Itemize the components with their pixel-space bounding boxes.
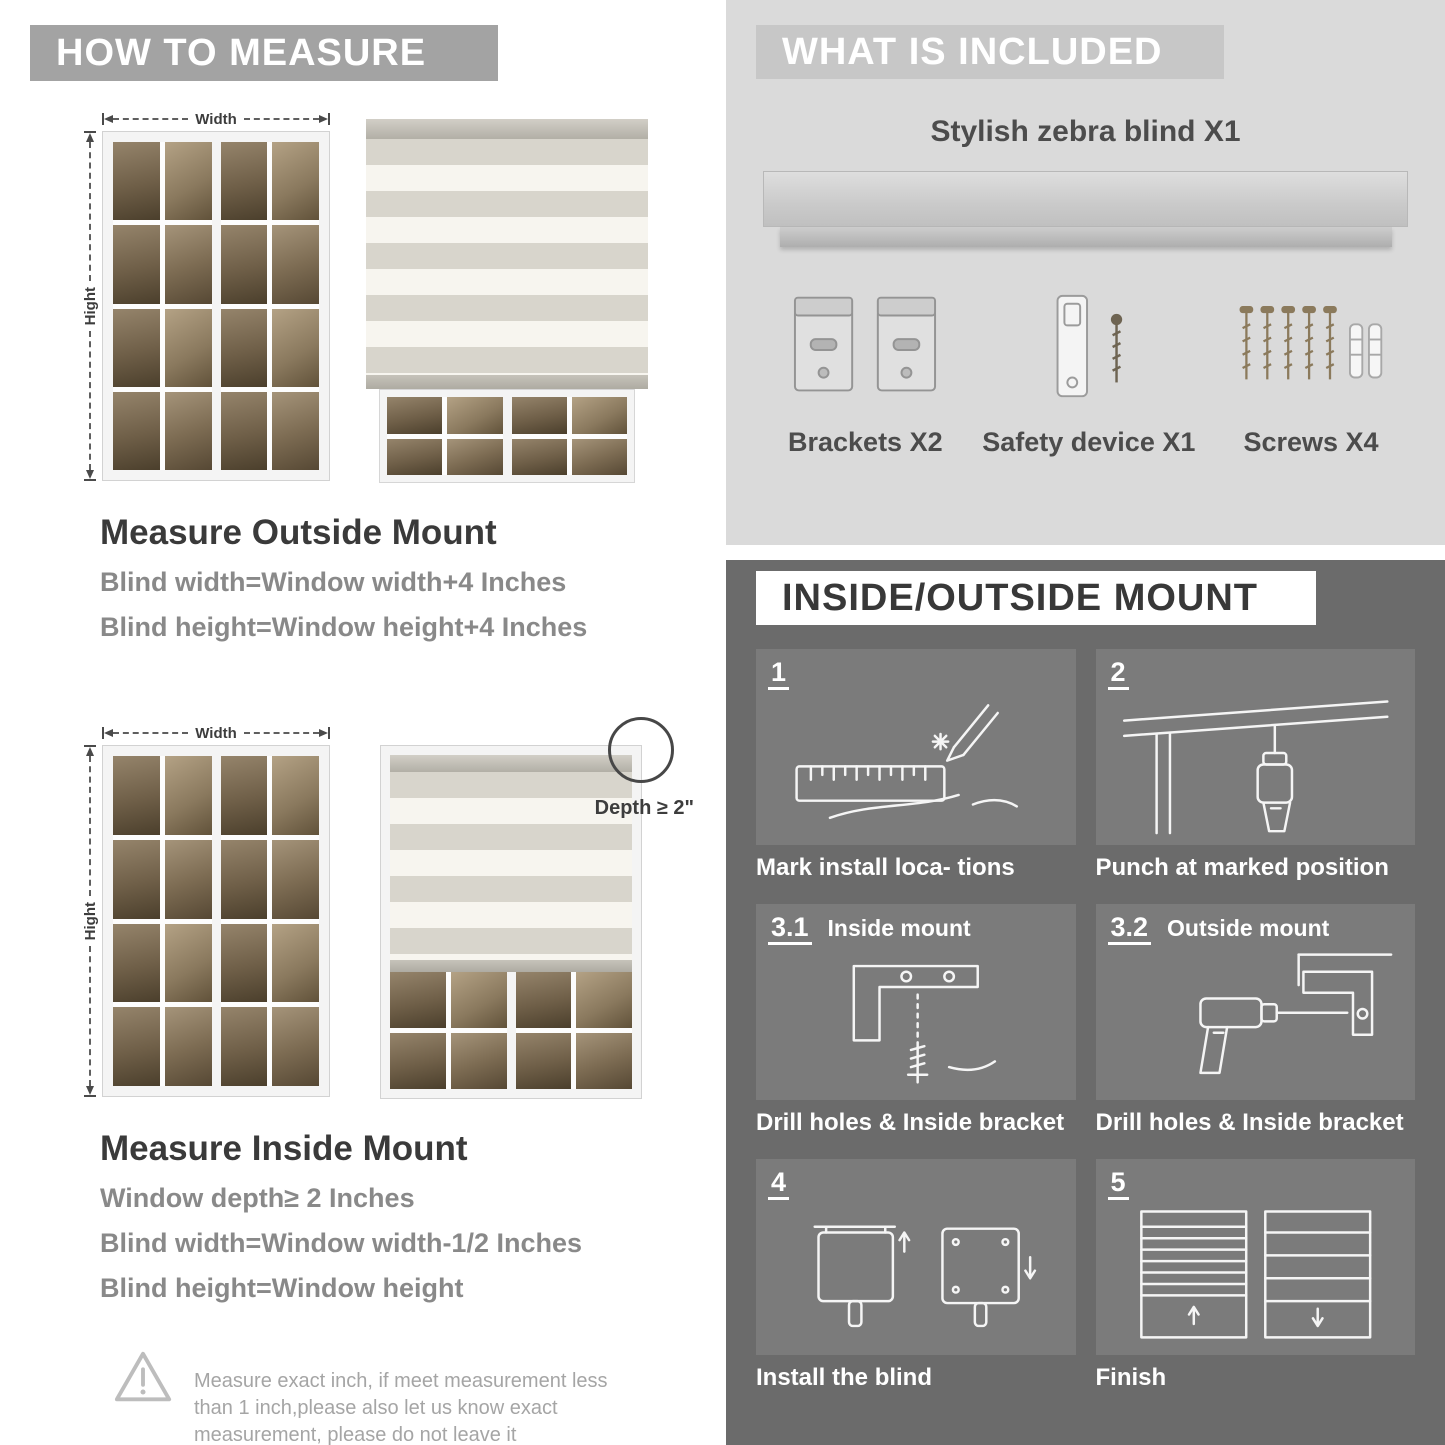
blind-stripes: [390, 772, 632, 960]
step-number: 5: [1107, 1169, 1129, 1200]
step-3-1: 3.1 Inside mount: [756, 904, 1076, 1137]
blind-bottomrail: [366, 375, 648, 389]
measure-note-text: Measure exact inch, if meet measurement …: [194, 1370, 608, 1445]
finish-illustration: [1139, 1210, 1371, 1339]
step-3-2: 3.2 Outside mount: [1095, 904, 1415, 1137]
included-item-safety-device: Safety device X1: [982, 293, 1195, 458]
window-glass: [113, 756, 319, 1086]
inside-mount-title: Measure Inside Mount: [100, 1129, 468, 1168]
inside-mount-line: Window depth≥ 2 Inches: [100, 1183, 415, 1213]
window-under-blind: [390, 972, 632, 1089]
step-caption: Finish: [1095, 1364, 1167, 1391]
window-under-blind: [379, 389, 635, 483]
blind-bottomrail: [390, 960, 632, 972]
height-measure-arrow: Hight: [78, 745, 102, 1098]
what-is-included-banner: WHAT IS INCLUDED: [756, 25, 1224, 79]
height-label: Hight: [81, 901, 99, 941]
inside-bracket-illustration: [852, 964, 997, 1084]
zebra-blind-outside-illustration: [366, 119, 648, 483]
window-glass: [113, 142, 319, 470]
step-2: 2 Pun: [1095, 649, 1415, 882]
inside-mount-line: Blind width=Window width-1/2 Inches: [100, 1228, 583, 1258]
mount-banner: INSIDE/OUTSIDE MOUNT: [756, 571, 1316, 625]
zebra-blind-inside-illustration: Depth ≥ 2": [380, 717, 694, 1099]
included-items: Brackets X2: [788, 293, 1387, 458]
width-measure-arrow: Width: [102, 107, 331, 131]
step-caption: Punch at marked position: [1095, 854, 1389, 881]
outside-mount-line: Blind width=Window width+4 Inches: [100, 567, 567, 597]
right-column: WHAT IS INCLUDED Stylish zebra blind X1: [726, 0, 1445, 1445]
height-label: Hight: [81, 286, 99, 326]
window-illustration: [102, 745, 330, 1097]
mark-location-illustration: [795, 704, 1019, 820]
inside-mount-line: Blind height=Window height: [100, 1273, 464, 1303]
blind-headrail: [390, 755, 632, 772]
window-illustration: [102, 131, 330, 481]
outside-mount-title: Measure Outside Mount: [100, 513, 497, 552]
inside-mount-diagrams: Width Hight: [78, 717, 712, 1099]
install-blind-illustration: [813, 1225, 1037, 1328]
step-caption: Install the blind: [756, 1364, 933, 1391]
window-diagram-inside: Width Hight: [78, 721, 331, 1098]
depth-callout-circle: [608, 717, 674, 783]
safety-device-label: Safety device X1: [982, 427, 1196, 457]
included-item-screws: Screws X4: [1235, 293, 1387, 458]
column-divider: [712, 0, 726, 1445]
step-number: 3.1: [768, 914, 812, 945]
step-1: 1: [756, 649, 1076, 882]
step-caption: Drill holes & Inside bracket: [1095, 1109, 1404, 1136]
height-measure-arrow: Hight: [78, 131, 102, 482]
step-number: 4: [768, 1169, 790, 1200]
outside-mount-line: Blind height=Window height+4 Inches: [100, 612, 588, 642]
blind-stripes: [366, 139, 648, 375]
width-measure-arrow: Width: [102, 721, 331, 745]
step-4: 4: [756, 1159, 1076, 1392]
mount-steps: 1: [756, 649, 1415, 1392]
included-item-brackets: Brackets X2: [788, 293, 943, 458]
brackets-icon: [794, 296, 937, 392]
product-title: Stylish zebra blind X1: [930, 115, 1241, 148]
mount-section: INSIDE/OUTSIDE MOUNT 1: [726, 560, 1445, 1445]
width-label: Width: [195, 724, 237, 742]
depth-label: Depth ≥ 2": [594, 797, 694, 819]
width-label: Width: [195, 110, 237, 128]
measure-note: Measure exact inch, if meet measurement …: [112, 1348, 712, 1445]
window-diagram-outside: Width Hight: [78, 107, 331, 482]
safety-device-icon: [1056, 294, 1122, 398]
step-number: 1: [768, 659, 790, 690]
outside-bracket-illustration: [1198, 953, 1392, 1075]
brackets-label: Brackets X2: [788, 427, 943, 457]
blind-headrail-illustration: [763, 171, 1408, 247]
how-to-measure-section: HOW TO MEASURE Width Hight: [0, 0, 712, 1445]
screws-icon: [1239, 306, 1383, 381]
what-is-included-section: WHAT IS INCLUDED Stylish zebra blind X1: [726, 0, 1445, 545]
screws-label: Screws X4: [1243, 427, 1379, 457]
how-to-measure-banner: HOW TO MEASURE: [30, 25, 498, 81]
step-number: 3.2: [1107, 914, 1152, 945]
step-number: 2: [1107, 659, 1129, 690]
outside-mount-diagrams: Width Hight: [78, 107, 712, 483]
window-frame: [380, 745, 642, 1099]
step-title: Outside mount: [1167, 915, 1330, 941]
step-title: Inside mount: [827, 915, 971, 941]
step-caption: Mark install loca- tions: [756, 854, 1015, 881]
warning-triangle-icon: [114, 1351, 172, 1402]
drill-ceiling-illustration: [1122, 700, 1389, 835]
blind-headrail: [366, 119, 648, 139]
step-5: 5: [1095, 1159, 1415, 1392]
step-caption: Drill holes & Inside bracket: [756, 1109, 1065, 1136]
